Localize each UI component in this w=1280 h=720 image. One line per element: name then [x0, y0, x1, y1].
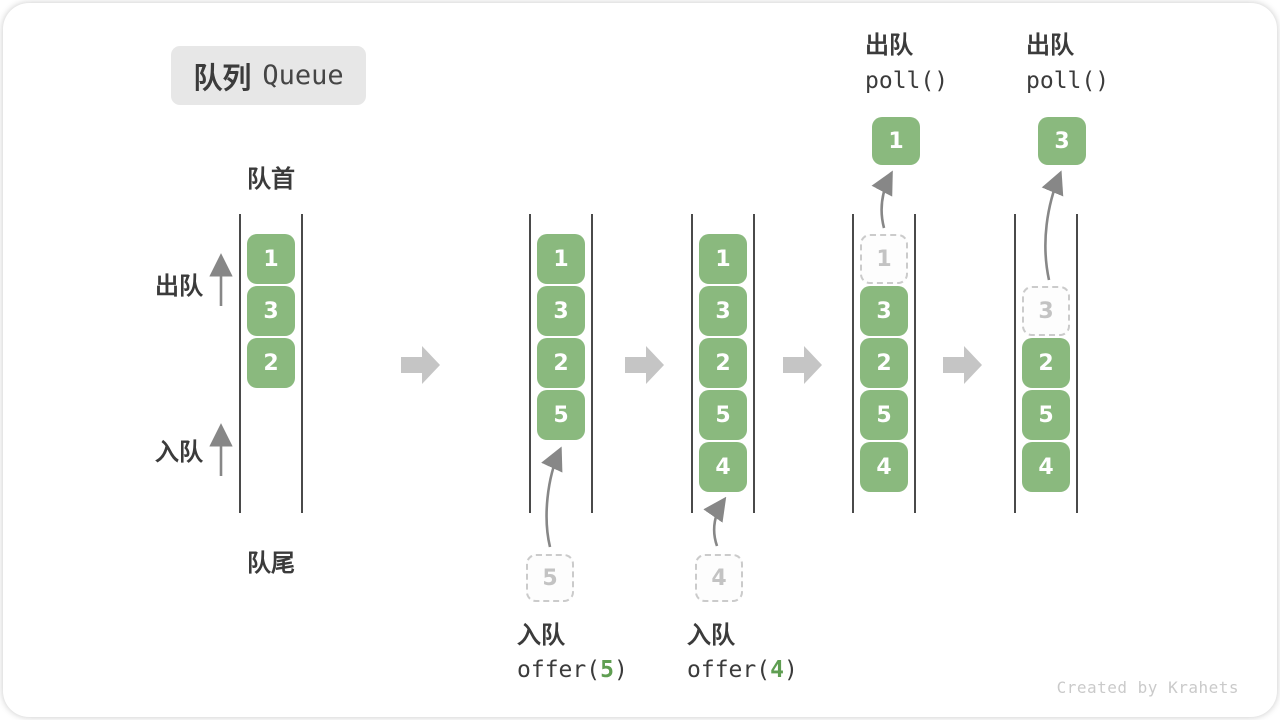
queue-element: 5	[860, 390, 908, 440]
dequeue-transfer-arrow-icon	[1041, 170, 1064, 281]
queue-element: 2	[860, 338, 908, 388]
queue-element: 5	[699, 390, 747, 440]
queue-element-removed: 1	[860, 234, 908, 284]
next-state-block-arrow-icon	[401, 346, 440, 384]
queue-element: 4	[1022, 442, 1070, 492]
queue-element: 1	[247, 234, 295, 284]
queue-wall-right	[591, 214, 593, 513]
title-box: 队列 Queue	[171, 46, 366, 105]
label-dequeue: 出队	[155, 272, 203, 300]
operation-name: 入队	[517, 621, 565, 649]
code-post: )	[613, 657, 628, 683]
watermark: Created by Krahets	[1056, 678, 1239, 697]
queue-element: 5	[537, 390, 585, 440]
operation-code: poll()	[1026, 68, 1110, 94]
queue-element: 5	[1022, 390, 1070, 440]
operation-name: 入队	[687, 621, 735, 649]
label-queue-front: 队首	[247, 165, 295, 193]
operation-name: 出队	[865, 31, 913, 59]
dequeue-operation-label: 出队 poll()	[865, 32, 948, 93]
queue-element: 1	[699, 234, 747, 284]
queue-element: 2	[537, 338, 585, 388]
queue-element-removed: 3	[1022, 286, 1070, 336]
queue-wall-right	[914, 214, 916, 513]
incoming-element: 5	[526, 554, 574, 602]
code-argument: 5	[600, 657, 614, 683]
queue-wall-left	[691, 214, 693, 513]
queue-wall-left	[529, 214, 531, 513]
next-state-block-arrow-icon	[943, 346, 982, 384]
enqueue-transfer-arrow-icon	[541, 446, 563, 548]
code-pre: offer(	[517, 657, 601, 683]
queue-element: 3	[247, 286, 295, 336]
queue-element: 4	[699, 442, 747, 492]
queue-element: 3	[860, 286, 908, 336]
queue-element: 2	[1022, 338, 1070, 388]
queue-wall-right	[1076, 214, 1078, 513]
next-state-block-arrow-icon	[783, 346, 822, 384]
arrows-overlay	[209, 170, 1064, 548]
code-pre: offer(	[687, 657, 771, 683]
queue-element: 1	[537, 234, 585, 284]
queue-wall-right	[753, 214, 755, 513]
queue-element: 3	[537, 286, 585, 336]
outgoing-element: 1	[872, 117, 920, 165]
title-chinese: 队列	[193, 60, 252, 95]
operation-code: poll()	[865, 68, 949, 94]
enqueue-transfer-arrow-icon	[703, 496, 727, 547]
title-english: Queue	[262, 60, 344, 91]
outgoing-element: 3	[1038, 117, 1086, 165]
queue-element: 2	[699, 338, 747, 388]
queue-wall-left	[239, 214, 241, 513]
label-enqueue: 入队	[155, 438, 203, 466]
dequeue-operation-label: 出队 poll()	[1026, 32, 1109, 93]
queue-wall-left	[1014, 214, 1016, 513]
queue-element: 4	[860, 442, 908, 492]
label-queue-rear: 队尾	[247, 549, 295, 577]
operation-code: offer(5)	[517, 658, 628, 682]
queue-wall-right	[301, 214, 303, 513]
incoming-element: 4	[695, 554, 743, 602]
operation-name: 出队	[1026, 31, 1074, 59]
code-post: )	[783, 657, 798, 683]
queue-element: 2	[247, 338, 295, 388]
operation-code: offer(4)	[687, 658, 798, 682]
queue-wall-left	[852, 214, 854, 513]
enqueue-operation-label: 入队 offer(4)	[687, 622, 798, 682]
next-state-block-arrow-icon	[625, 346, 664, 384]
dequeue-transfer-arrow-icon	[871, 170, 893, 229]
code-argument: 4	[770, 657, 784, 683]
enqueue-operation-label: 入队 offer(5)	[517, 622, 628, 682]
queue-element: 3	[699, 286, 747, 336]
